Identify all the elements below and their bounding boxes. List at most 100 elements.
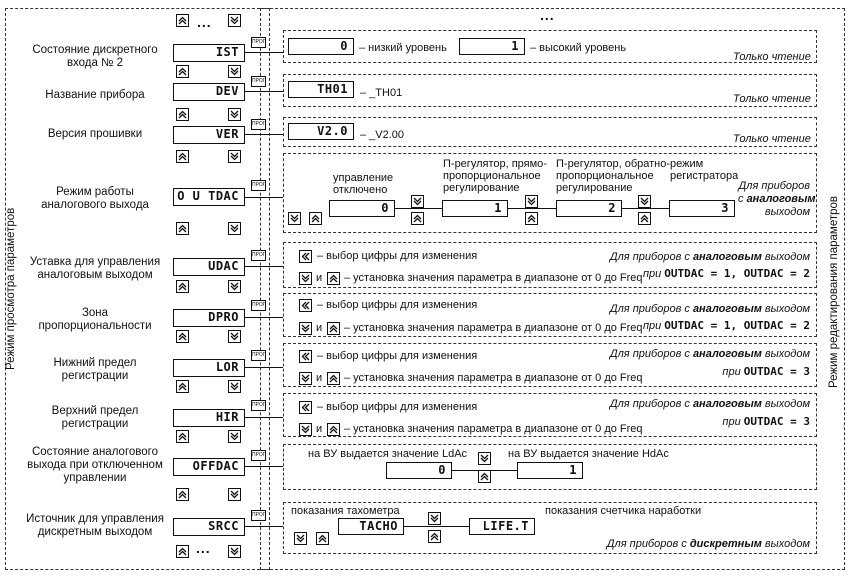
link-arrow-dev — [245, 91, 283, 92]
dpro-range-text: – установка значения параметра в диапазо… — [344, 322, 643, 334]
arrow-down-icon — [428, 512, 441, 525]
ver-read-only: Только чтение — [733, 133, 811, 145]
bottom-dots: ... — [196, 540, 211, 556]
prog-key-lor: ПРОГ — [251, 350, 266, 361]
hir-range-text: – установка значения параметра в диапазо… — [344, 423, 643, 435]
arrow-up-icon — [638, 212, 651, 225]
outdac-arrow-01 — [395, 208, 442, 209]
outdac-value-0: 0 — [329, 200, 395, 217]
arrow-up-icon — [176, 380, 189, 393]
row-label-dev: Название прибора — [45, 89, 145, 101]
prog-key-ist: ПРОГ — [251, 37, 266, 48]
view-mode-label: Режим просмотра параметров — [5, 207, 17, 370]
ist-text-high: – высокий уровень — [530, 42, 627, 54]
link-arrow-hir — [245, 417, 283, 418]
panel-outdac — [283, 153, 817, 233]
link-arrow-srcc — [245, 526, 283, 527]
offdac-text-1: на ВУ выдается значение HdAc — [508, 448, 669, 460]
outdac-arrow-12 — [508, 208, 556, 209]
srcc-arrow — [404, 526, 469, 527]
code-display-ist: IST — [173, 44, 245, 62]
arrow-left-icon — [299, 299, 312, 312]
arrow-down-icon — [299, 322, 312, 335]
srcc-value-0: TACHO — [338, 518, 404, 535]
arrow-down-icon — [228, 488, 241, 501]
arrow-down-icon — [228, 330, 241, 343]
prog-key-dev: ПРОГ — [251, 76, 266, 87]
dpro-and: и — [316, 322, 323, 334]
ver-text: – _V2.00 — [360, 129, 405, 141]
srcc-text-0: показания тахометра — [291, 505, 400, 517]
arrow-down-icon — [228, 380, 241, 393]
hir-digit-text: – выбор цифры для изменения — [317, 401, 478, 413]
panel-hir — [283, 393, 817, 437]
arrow-down-icon — [228, 14, 241, 27]
view-mode-frame — [5, 8, 270, 570]
prog-key-offdac: ПРОГ — [251, 450, 266, 461]
outdac-arrow-23 — [622, 208, 669, 209]
outdac-value-3: 3 — [669, 200, 735, 217]
arrow-up-icon — [176, 150, 189, 163]
arrow-down-icon — [228, 65, 241, 78]
dev-read-only: Только чтение — [733, 93, 811, 105]
arrow-down-icon — [228, 545, 241, 558]
link-arrow-outdac — [245, 197, 283, 198]
panel-offdac — [283, 444, 817, 490]
code-display-dpro: DPRO — [173, 309, 245, 327]
link-arrow-offdac — [245, 466, 283, 467]
hir-note: Для приборов с аналоговым выходом — [609, 398, 810, 410]
prog-key-srcc: ПРОГ — [251, 510, 266, 521]
panel-dev — [283, 74, 817, 107]
udac-digit-text: – выбор цифры для изменения — [317, 250, 478, 262]
srcc-value-1: LIFE.T — [469, 518, 535, 535]
hir-condition: при OUTDAC = 3 — [722, 415, 810, 429]
ist-value-high: 1 — [459, 38, 525, 55]
ist-text-low: – низкий уровень — [359, 42, 447, 54]
code-display-offdac: OFFDAC — [173, 458, 245, 476]
panel-ver — [283, 117, 817, 147]
arrow-down-icon — [228, 280, 241, 293]
arrow-down-icon — [478, 452, 491, 465]
lor-and: и — [316, 372, 323, 384]
arrow-down-icon — [299, 423, 312, 436]
link-arrow-ver — [245, 134, 283, 135]
udac-range-text: – установка значения параметра в диапазо… — [344, 272, 643, 284]
udac-note: Для приборов с аналоговым выходом — [609, 251, 810, 263]
arrow-down-icon — [525, 195, 538, 208]
edit-mode-label: Режим редактирования параметров — [828, 195, 840, 388]
offdac-value-1: 1 — [517, 462, 583, 479]
link-arrow-dpro — [245, 317, 283, 318]
arrow-up-icon — [525, 212, 538, 225]
dpro-condition: при OUTDAC = 1, OUTDAC = 2 — [642, 319, 810, 333]
ist-read-only: Только чтение — [733, 51, 811, 63]
lor-digit-text: – выбор цифры для изменения — [317, 350, 478, 362]
srcc-text-1: показания счетчика наработки — [545, 505, 702, 517]
arrow-up-icon — [478, 470, 491, 483]
link-arrow-ist — [245, 52, 283, 53]
arrow-up-icon — [176, 430, 189, 443]
code-display-ver: VER — [173, 126, 245, 144]
panel-srcc — [283, 502, 817, 554]
ist-value-low: 0 — [288, 38, 354, 55]
link-arrow-lor — [245, 367, 283, 368]
arrow-left-icon — [299, 401, 312, 414]
arrow-down-icon — [294, 532, 307, 545]
arrow-up-icon — [176, 545, 189, 558]
prog-key-dpro: ПРОГ — [251, 300, 266, 311]
dev-value: TH01 — [288, 81, 354, 98]
arrow-up-icon — [327, 423, 340, 436]
panel-udac — [283, 242, 817, 288]
prog-key-outdac: ПРОГ — [251, 180, 266, 191]
arrow-up-icon — [176, 488, 189, 501]
code-display-lor: LOR — [173, 359, 245, 377]
arrow-up-icon — [176, 330, 189, 343]
arrow-left-icon — [299, 350, 312, 363]
arrow-up-icon — [176, 14, 189, 27]
